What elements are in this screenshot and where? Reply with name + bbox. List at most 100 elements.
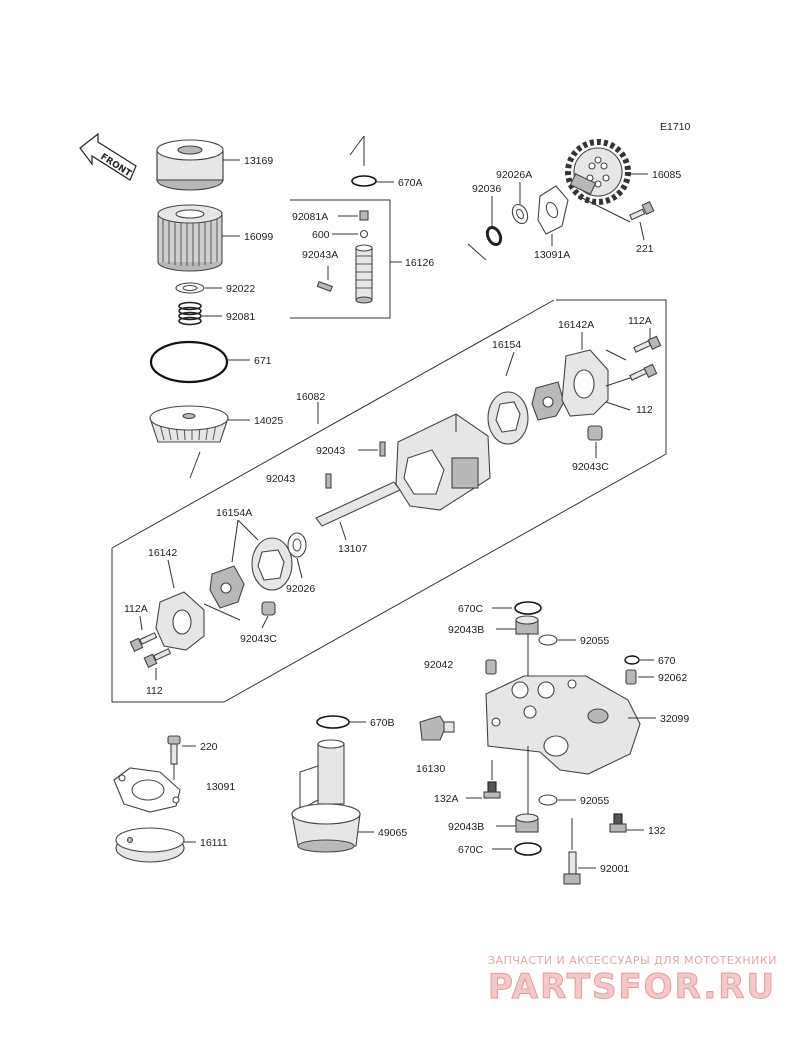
shaft-13107	[315, 481, 401, 527]
ball-600	[359, 229, 369, 239]
label-670C-top: 670C	[458, 603, 484, 615]
label-670: 670	[658, 655, 676, 667]
label-92043B-top: 92043B	[448, 624, 484, 636]
label-92001: 92001	[600, 863, 629, 875]
front-arrow-icon: FRONT	[79, 132, 137, 181]
diagram-code: E1710	[660, 121, 691, 133]
rotor-outer-16154	[487, 391, 529, 445]
label-16130: 16130	[416, 763, 445, 775]
label-16099: 16099	[244, 231, 273, 243]
label-670C-bottom: 670C	[458, 844, 484, 856]
washer-92055-bottom	[538, 794, 558, 806]
label-92062: 92062	[658, 672, 687, 684]
label-13091A: 13091A	[534, 249, 570, 261]
label-92055-top: 92055	[580, 635, 609, 647]
label-92043-b: 92043	[266, 473, 295, 485]
pin-92062	[625, 669, 637, 685]
bolt-112-top	[629, 363, 658, 381]
bolt-112-bottom	[143, 648, 172, 668]
bolt-220	[167, 735, 181, 765]
label-92043A: 92043A	[302, 249, 338, 261]
o-ring-670B	[316, 715, 350, 729]
label-92081: 92081	[226, 311, 255, 323]
label-16142: 16142	[148, 547, 177, 559]
label-16154A: 16154A	[216, 507, 252, 519]
rotor-outer-16154A	[251, 537, 293, 591]
bolt-112A-bottom	[129, 632, 158, 652]
watermark-tagline: ЗАПЧАСТИ И АКСЕССУАРЫ ДЛЯ МОТОТЕХНИКИ	[488, 954, 777, 967]
oil-filter-16099	[157, 204, 223, 272]
watermark-brand: PARTSFOR.RU	[488, 967, 776, 1007]
label-16126: 16126	[405, 257, 434, 269]
label-92042: 92042	[424, 659, 453, 671]
rotor-inner-16154	[531, 381, 565, 421]
o-ring-670C-bottom	[514, 842, 542, 856]
label-112A-top: 112A	[628, 315, 652, 327]
label-92081A: 92081A	[292, 211, 328, 223]
o-ring-671	[149, 340, 229, 384]
label-112-top: 112	[636, 404, 653, 416]
washer-92026A	[511, 203, 529, 225]
washer-92055-top	[538, 634, 558, 646]
label-670A: 670A	[398, 177, 423, 189]
filter-cover-13169	[156, 139, 224, 191]
label-14025: 14025	[254, 415, 283, 427]
pin-92043-b	[325, 473, 332, 489]
plug-16130	[419, 715, 455, 741]
pin-92043A	[316, 281, 333, 292]
pin-92043C-bottom	[261, 601, 276, 616]
label-92036: 92036	[472, 183, 501, 195]
housing-32099	[485, 675, 641, 775]
circlip-92036	[485, 225, 503, 247]
pin-92042	[485, 659, 497, 675]
label-92055-bottom: 92055	[580, 795, 609, 807]
pump-assembly-frame	[111, 299, 667, 703]
plate-13091A	[537, 185, 569, 235]
label-112A-bottom: 112A	[124, 603, 148, 615]
label-92026A: 92026A	[496, 169, 532, 181]
washer-92022	[175, 282, 205, 294]
gear-16085	[565, 139, 631, 205]
pump-body	[395, 413, 491, 511]
label-92043B-bottom: 92043B	[448, 821, 484, 833]
rotor-inner-16154A	[209, 565, 245, 609]
label-13107: 13107	[338, 543, 367, 555]
label-92043-a: 92043	[316, 445, 345, 457]
label-92043C-bottom: 92043C	[240, 633, 277, 645]
pickup-49065	[291, 739, 361, 853]
label-92026: 92026	[286, 583, 315, 595]
washer-92026	[287, 532, 307, 558]
label-16085: 16085	[652, 169, 681, 181]
o-ring-670C-top	[514, 601, 542, 615]
label-92022: 92022	[226, 283, 255, 295]
collar-92043B-bottom	[515, 813, 539, 833]
bolt-132	[609, 813, 627, 833]
label-670B: 670B	[370, 717, 395, 729]
label-16111: 16111	[200, 837, 228, 849]
label-13169: 13169	[244, 155, 273, 167]
pin-92043-a	[379, 441, 386, 457]
label-16082: 16082	[296, 391, 325, 403]
bolt-92001	[563, 851, 581, 885]
spring-92081	[178, 301, 202, 326]
pump-cover-16142A	[561, 349, 609, 417]
label-49065: 49065	[378, 827, 407, 839]
strainer-14025	[149, 405, 229, 443]
pin-92043C-top	[587, 425, 603, 441]
relief-valve-16126	[355, 244, 373, 304]
o-ring-670	[624, 655, 640, 665]
label-132: 132	[648, 825, 666, 837]
label-16154: 16154	[492, 339, 521, 351]
label-220: 220	[200, 741, 218, 753]
plate-13091	[113, 767, 181, 813]
label-671: 671	[254, 355, 272, 367]
bolt-221	[629, 201, 655, 221]
label-112-bottom: 112	[146, 685, 163, 697]
label-600: 600	[312, 229, 330, 241]
spring-92081A	[359, 210, 369, 221]
label-16142A: 16142A	[558, 319, 594, 331]
label-92043C-top: 92043C	[572, 461, 609, 473]
cover-16111	[115, 827, 185, 863]
collar-92043B-top	[515, 615, 539, 635]
